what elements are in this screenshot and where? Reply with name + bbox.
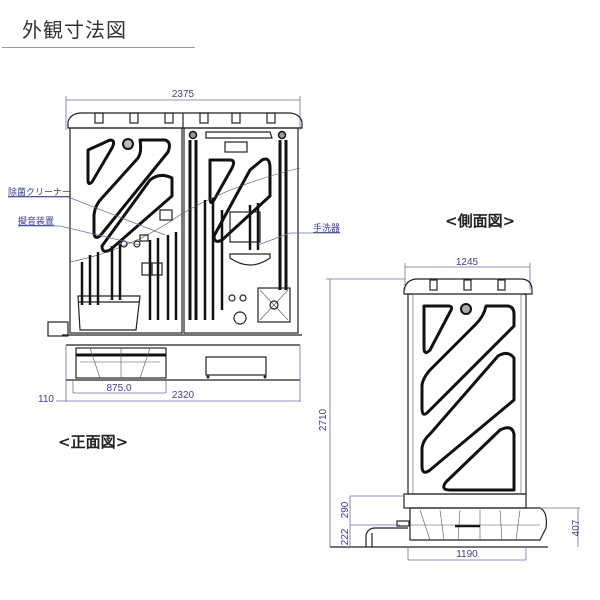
- dim-overall-width: 2375: [172, 89, 195, 100]
- dim-base-width: 2320: [172, 390, 195, 401]
- callout-hand-wash: 手洗器: [313, 222, 340, 234]
- dim-base-height: 407: [571, 519, 582, 536]
- side-view-label: <側面図>: [445, 212, 515, 230]
- callout-sanitizer: 除菌クリーナー: [8, 186, 71, 198]
- front-view-label: <正面図>: [58, 433, 128, 451]
- dim-base-offset: 110: [38, 394, 54, 405]
- title-underline: [2, 47, 195, 48]
- callout-sound-device: 擬音装置: [18, 215, 54, 227]
- page-title: 外観寸法図: [22, 18, 127, 42]
- dim-inner-width: 875.0: [106, 383, 131, 394]
- dim-upper-base: 290: [340, 501, 351, 518]
- dim-height: 2710: [318, 408, 329, 431]
- side-view: <側面図> 1245 2710: [318, 212, 582, 561]
- dim-lower-base: 222: [340, 528, 351, 545]
- dim-base-width-side: 1190: [456, 549, 478, 560]
- dim-top-width: 1245: [456, 257, 479, 268]
- front-view: 2375: [8, 89, 340, 451]
